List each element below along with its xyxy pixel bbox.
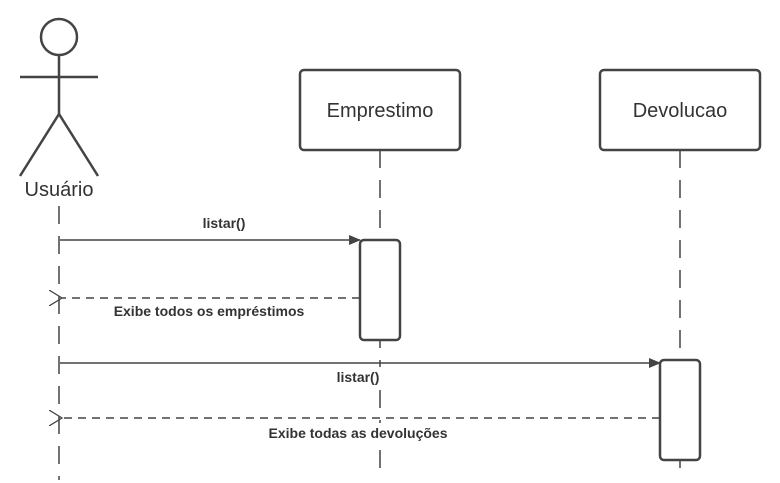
participant-devolucao: Devolucao — [598, 68, 762, 152]
actor-left-leg — [18, 113, 61, 177]
message-label: Exibe todos os empréstimos — [114, 303, 305, 319]
message-listar-emprestimo: listar() — [60, 215, 361, 245]
participant-label: Devolucao — [633, 100, 728, 122]
label-bg — [330, 367, 386, 386]
message-listar-devolucao: listar() — [60, 358, 661, 386]
actor-right-leg — [57, 113, 100, 177]
label-bg — [244, 423, 472, 443]
actor-head — [39, 17, 79, 57]
participant-box — [598, 68, 762, 152]
message-label: listar() — [337, 369, 380, 385]
label-bg — [86, 300, 332, 320]
message-label: Exibe todas as devoluções — [269, 425, 448, 441]
message-return-emprestimos: Exibe todos os empréstimos — [62, 298, 360, 320]
message-label: listar() — [203, 215, 246, 231]
activation-emprestimo — [358, 238, 402, 342]
participant-label: Emprestimo — [327, 100, 434, 122]
activation-devolucao — [658, 358, 702, 462]
message-return-devolucoes: Exibe todas as devoluções — [62, 418, 660, 443]
participant-box — [298, 68, 462, 152]
actor-usuario: Usuário — [18, 17, 100, 201]
actor-label: Usuário — [25, 179, 94, 201]
participant-emprestimo: Emprestimo — [298, 68, 462, 152]
